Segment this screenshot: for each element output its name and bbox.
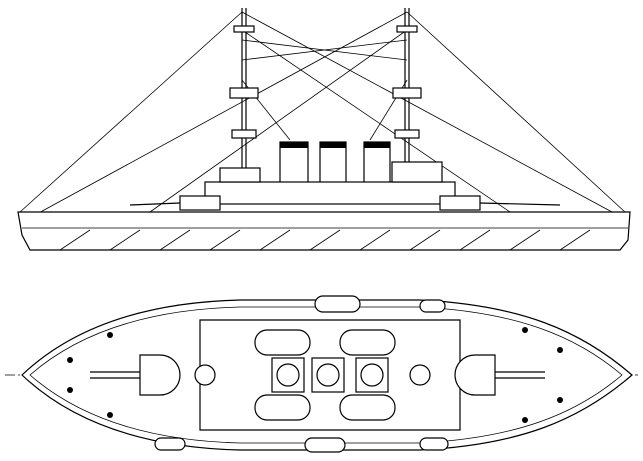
- side-elevation: [17, 8, 631, 251]
- rigging: [19, 11, 626, 216]
- plan-view: [5, 295, 638, 453]
- superstructure: [129, 161, 561, 211]
- fore-turret: [139, 354, 181, 396]
- funnels-plan: [271, 357, 389, 393]
- aft-turret: [454, 354, 496, 396]
- hull-side: [17, 211, 631, 251]
- boats: [154, 295, 449, 453]
